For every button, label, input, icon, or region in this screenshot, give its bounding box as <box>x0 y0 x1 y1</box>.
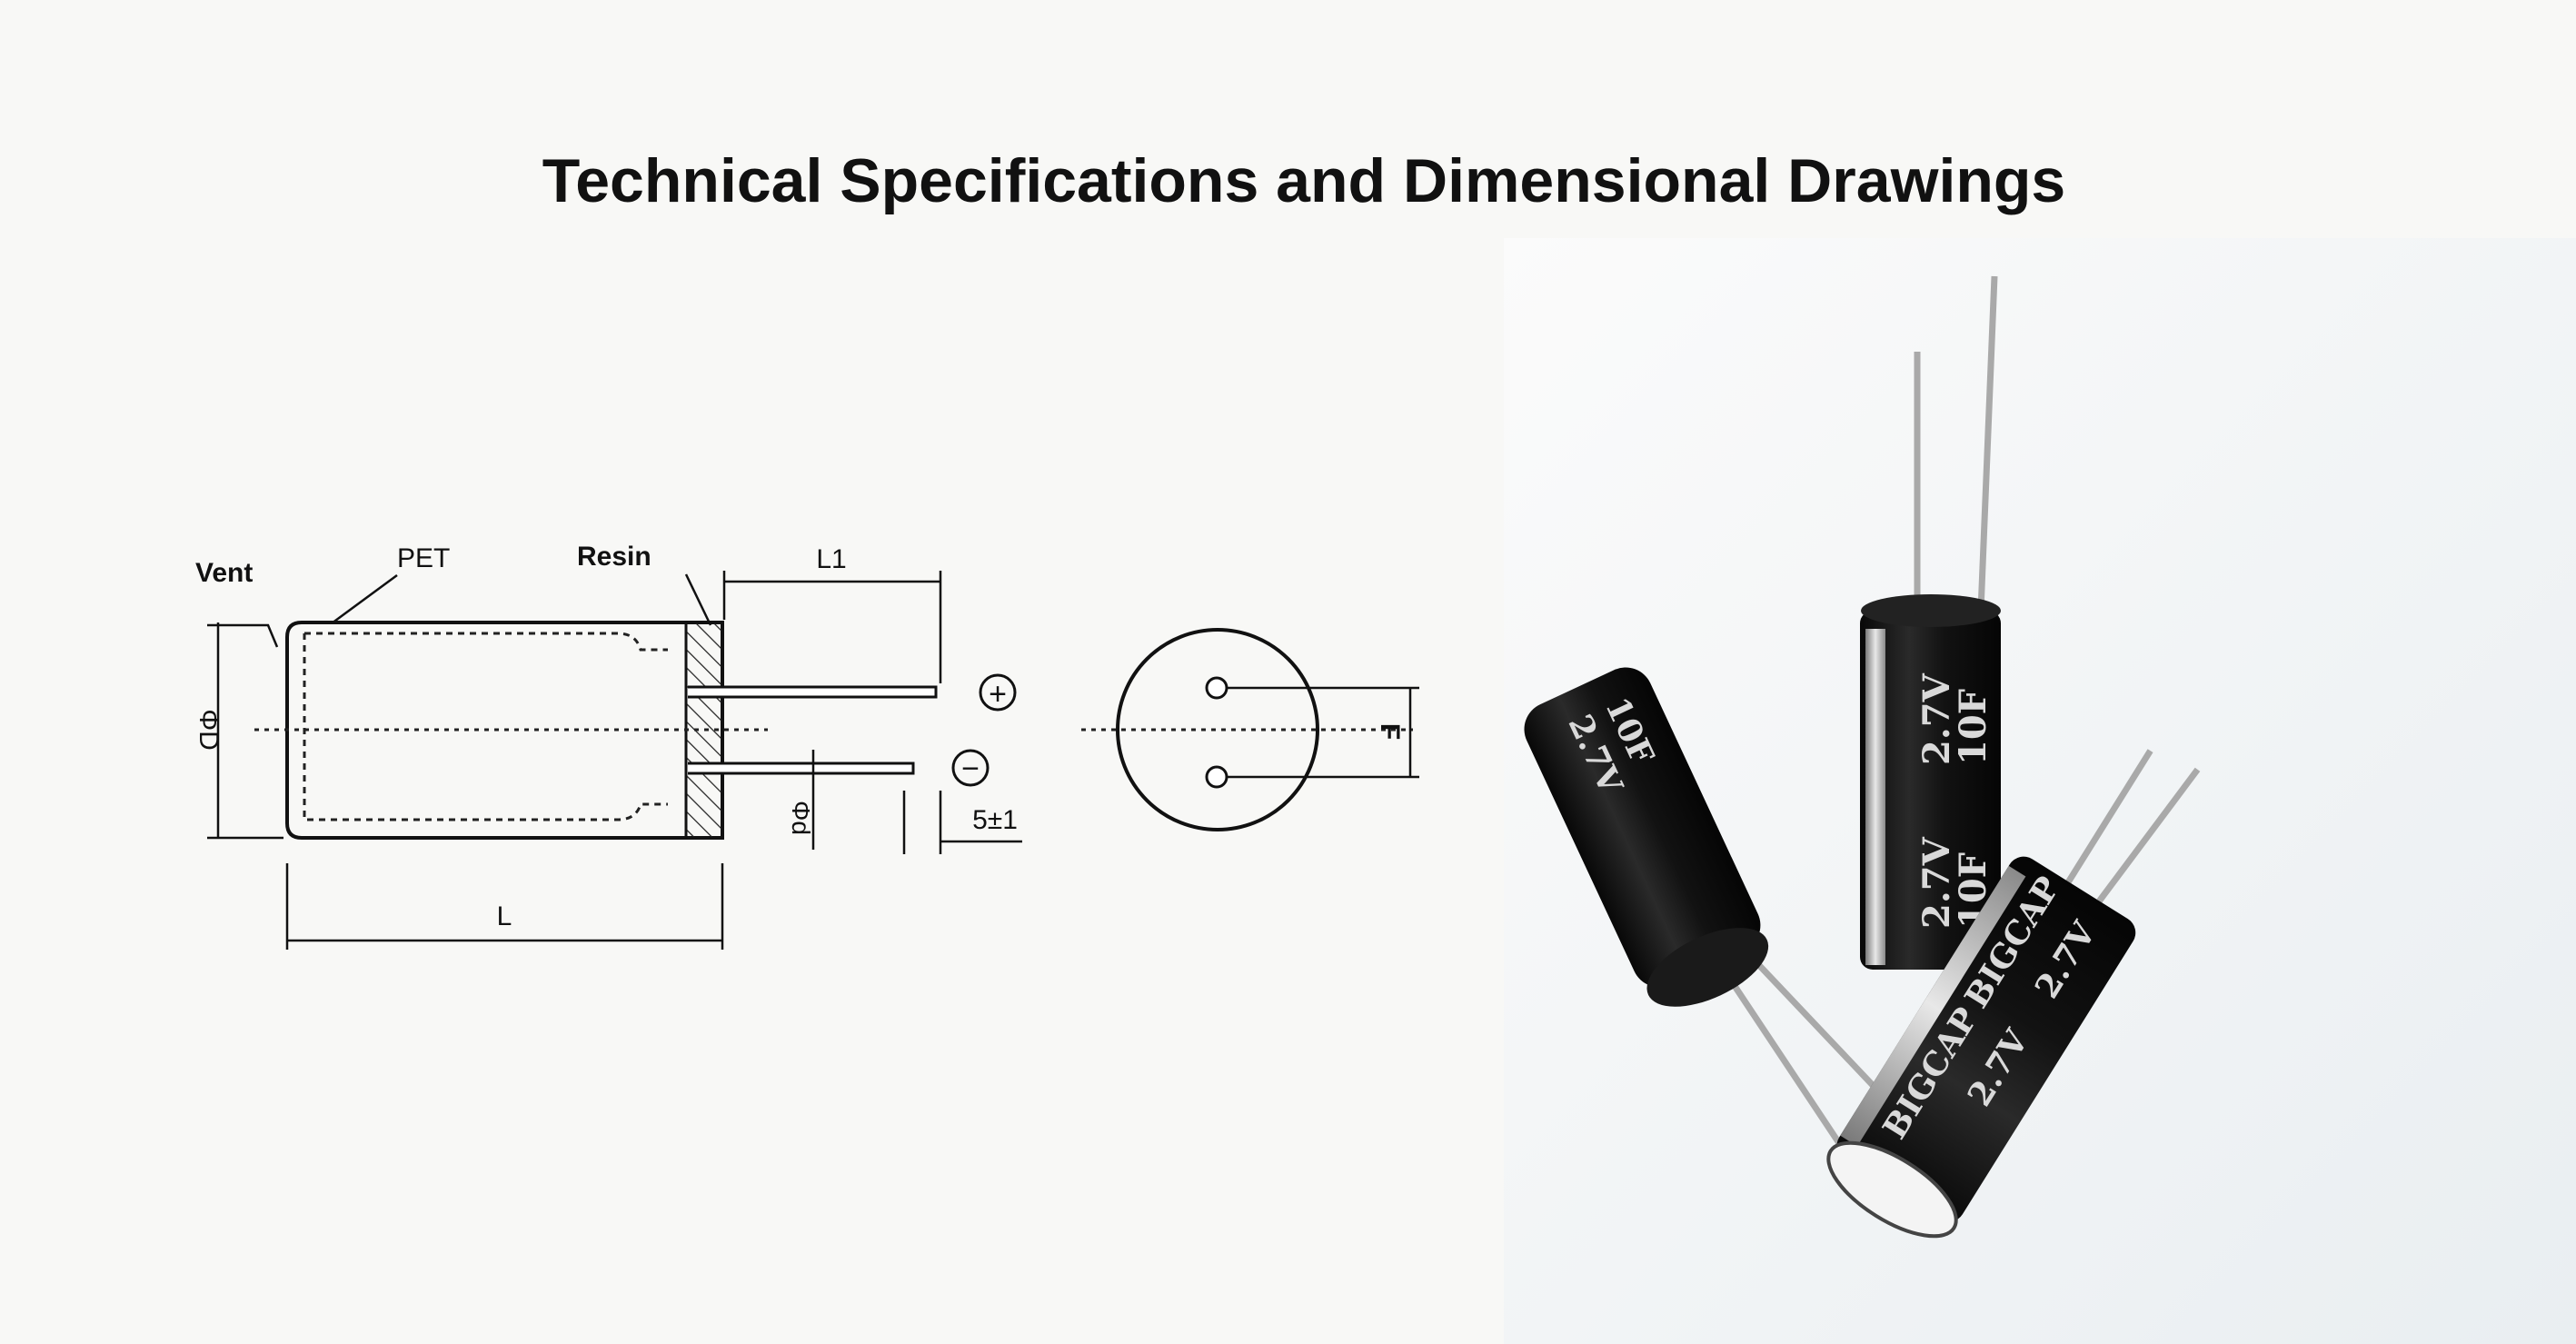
capacitor-lying-right: BIGCAP BIGCAP 2.7V 2.7V <box>1826 749 2201 1239</box>
label-pet: PET <box>397 543 450 573</box>
pet-leader <box>331 573 398 625</box>
label-resin: Resin <box>577 542 651 572</box>
label-phi-d-lead: Φd <box>787 801 815 835</box>
label-vent: Vent <box>195 558 253 588</box>
label-pitch: F <box>1375 723 1405 740</box>
capacitor-body-outline <box>285 621 724 840</box>
label-phi-d-body: ΦD <box>194 709 224 751</box>
svg-text:2.7V: 2.7V <box>1915 672 1958 765</box>
dimensional-drawing: + − Vent PET Resin L1 ΦD Φd 5±1 L F <box>194 542 1419 950</box>
lead-negative <box>688 762 915 775</box>
positive-terminal-icon: + <box>979 673 1017 712</box>
end-view-circle <box>1116 628 1319 831</box>
lead-positive <box>688 685 938 699</box>
svg-text:+: + <box>989 677 1007 712</box>
label-length: L <box>497 901 512 931</box>
resin-leader <box>684 573 712 626</box>
svg-text:10F: 10F <box>1952 689 1994 765</box>
inner-element-dashed <box>303 632 668 821</box>
capacitor-upright: 2.7V 10F 2.7V 10F <box>1860 275 2001 970</box>
negative-terminal-icon: − <box>951 749 990 787</box>
svg-text:−: − <box>961 752 980 786</box>
label-l1: L1 <box>816 544 846 574</box>
vent-leader <box>207 623 279 648</box>
capacitor-lying-left: 2.7V 10F <box>1524 667 1925 1225</box>
end-view-lead-positive <box>1205 676 1228 700</box>
page-title: Technical Specifications and Dimensional… <box>542 146 2066 215</box>
product-photo: 2.7V 10F 2.7V 10F 2.7V 10F BIGCAP BIGCAP… <box>1504 238 2576 1344</box>
label-lead-spacing-tolerance: 5±1 <box>972 805 1018 835</box>
svg-text:2.7V: 2.7V <box>1915 836 1958 929</box>
end-view-lead-negative <box>1205 765 1228 789</box>
